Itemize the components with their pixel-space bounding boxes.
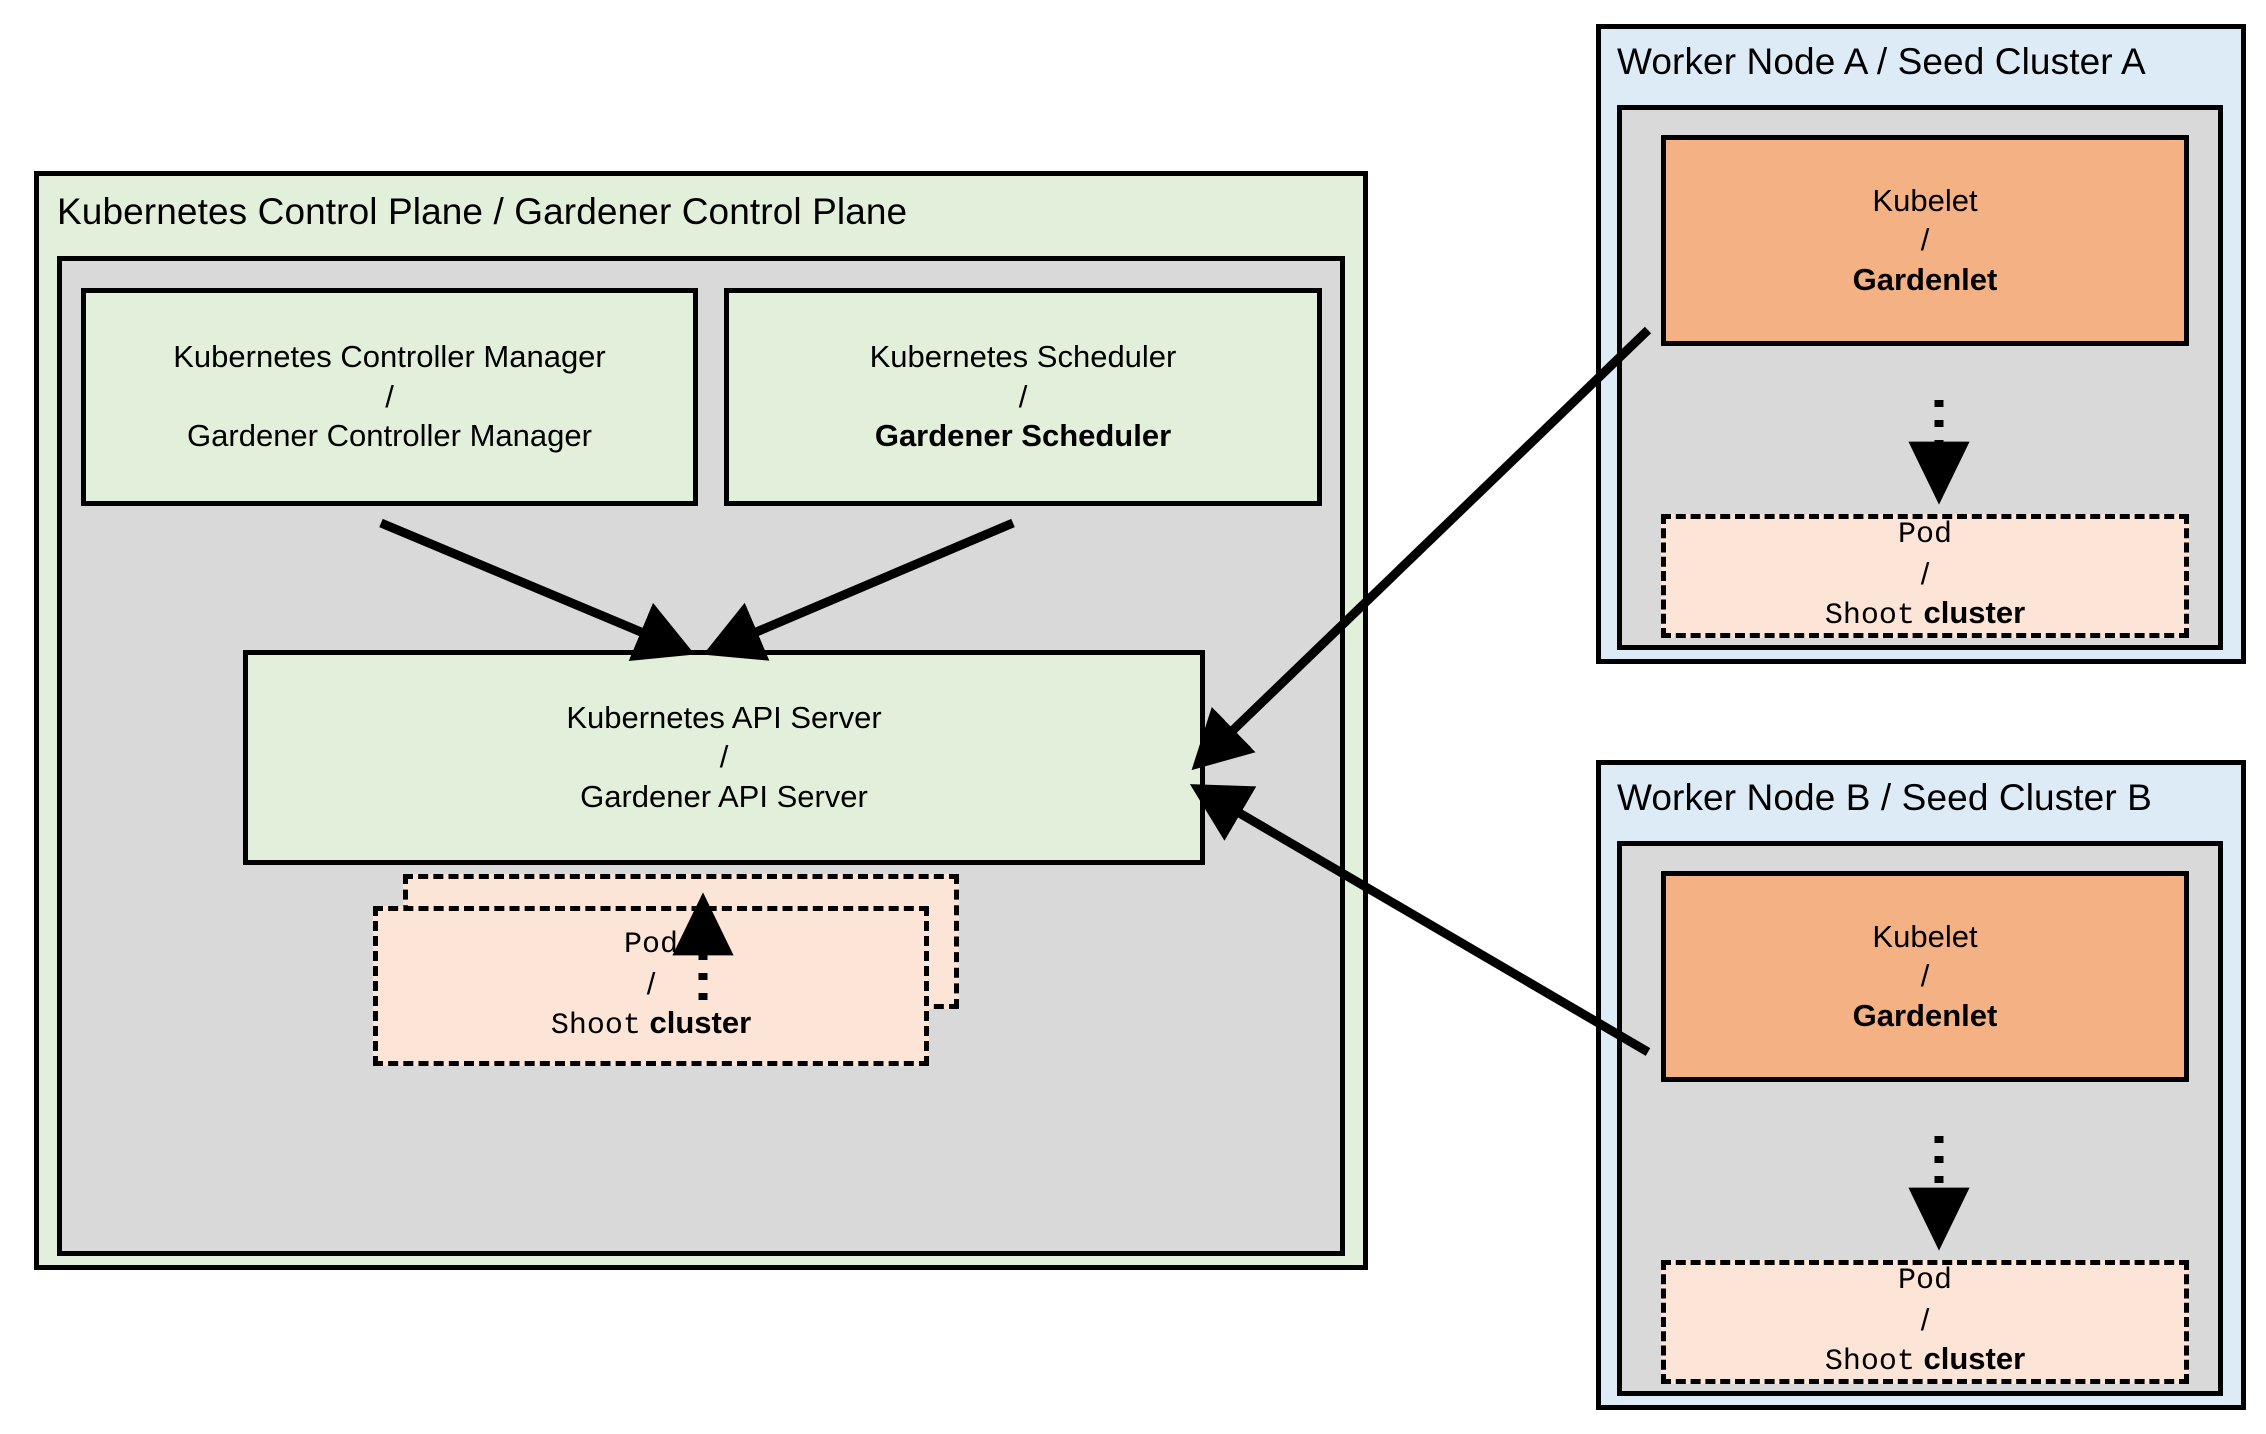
kubernetes-scheduler-box[interactable]: Kubernetes Scheduler / Gardener Schedule… bbox=[724, 288, 1322, 506]
api-server-line1: Kubernetes API Server bbox=[566, 699, 882, 735]
seed-a-inner-area: Kubelet / Gardenlet Pod / Shoot cluster bbox=[1617, 105, 2223, 650]
control-plane-title: Kubernetes Control Plane / Gardener Cont… bbox=[57, 191, 908, 232]
scheduler-line2: Gardener Scheduler bbox=[874, 418, 1172, 454]
control-plane-inner-area: Kubernetes Controller Manager / Gardener… bbox=[57, 256, 1345, 1256]
seed-b-gardenlet-label: Gardenlet bbox=[1852, 997, 1998, 1033]
api-server-line2: Gardener API Server bbox=[580, 778, 868, 814]
seed-a-pod-cluster-label: cluster bbox=[1923, 595, 2026, 631]
seed-a-pod-line2: Shoot cluster bbox=[1825, 593, 2025, 636]
controller-manager-line1: Kubernetes Controller Manager bbox=[173, 339, 606, 375]
scheduler-line1: Kubernetes Scheduler bbox=[869, 339, 1177, 375]
seed-b-pod-shoot-label: Shoot bbox=[1824, 1345, 1915, 1380]
seed-b-inner-area: Kubelet / Gardenlet Pod / Shoot cluster bbox=[1617, 841, 2223, 1396]
seed-b-kubelet-box[interactable]: Kubelet / Gardenlet bbox=[1661, 871, 2189, 1082]
seed-b-kubelet-separator: / bbox=[1920, 958, 1930, 994]
controller-manager-line2: Gardener Controller Manager bbox=[187, 418, 592, 454]
cp-pod-cluster-label: cluster bbox=[649, 1005, 752, 1041]
seed-a-pod-separator: / bbox=[1920, 555, 1930, 591]
cp-pod-shoot-label: Shoot bbox=[550, 1009, 641, 1044]
seed-a-pod-box[interactable]: Pod / Shoot cluster bbox=[1661, 514, 2189, 638]
scheduler-separator: / bbox=[1018, 378, 1028, 414]
seed-a-gardenlet-label: Gardenlet bbox=[1852, 261, 1998, 297]
seed-b-pod-cluster-label: cluster bbox=[1923, 1341, 2026, 1377]
seed-b-pod-line1: Pod bbox=[1897, 1263, 1952, 1298]
cp-pod-line2: Shoot cluster bbox=[551, 1003, 751, 1046]
controller-manager-separator: / bbox=[385, 378, 394, 414]
seed-a-kubelet-box[interactable]: Kubelet / Gardenlet bbox=[1661, 135, 2189, 346]
kubernetes-api-server-box[interactable]: Kubernetes API Server / Gardener API Ser… bbox=[243, 650, 1205, 865]
seed-b-pod-line2: Shoot cluster bbox=[1825, 1339, 2025, 1382]
seed-cluster-b-panel: Worker Node B / Seed Cluster B Kubelet /… bbox=[1596, 760, 2246, 1410]
seed-b-pod-box[interactable]: Pod / Shoot cluster bbox=[1661, 1260, 2189, 1384]
seed-cluster-a-panel: Worker Node A / Seed Cluster A Kubelet /… bbox=[1596, 24, 2246, 664]
seed-a-kubelet-separator: / bbox=[1920, 222, 1930, 258]
seed-a-pod-line1: Pod bbox=[1897, 517, 1952, 552]
seed-cluster-a-title: Worker Node A / Seed Cluster A bbox=[1617, 41, 2146, 82]
api-server-separator: / bbox=[719, 739, 729, 775]
kubernetes-controller-manager-box[interactable]: Kubernetes Controller Manager / Gardener… bbox=[81, 288, 698, 506]
seed-b-kubelet-line1: Kubelet bbox=[1872, 918, 1978, 954]
cp-pod-separator: / bbox=[646, 965, 656, 1001]
control-plane-panel: Kubernetes Control Plane / Gardener Cont… bbox=[34, 171, 1368, 1270]
seed-b-pod-separator: / bbox=[1920, 1301, 1930, 1337]
seed-a-pod-shoot-label: Shoot bbox=[1824, 599, 1915, 634]
cp-pod-line1: Pod bbox=[623, 927, 678, 962]
seed-a-kubelet-line1: Kubelet bbox=[1872, 182, 1978, 218]
control-plane-pod-box[interactable]: Pod / Shoot cluster bbox=[373, 906, 929, 1066]
seed-cluster-b-title: Worker Node B / Seed Cluster B bbox=[1617, 777, 2152, 818]
